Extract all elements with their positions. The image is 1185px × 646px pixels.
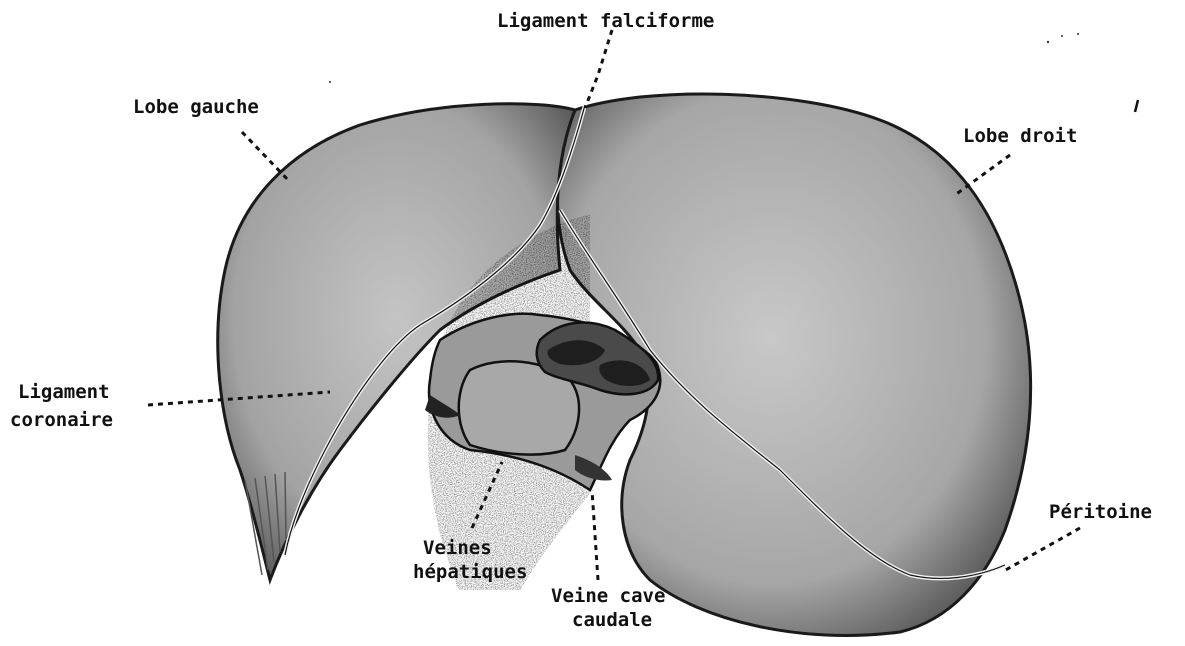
label-peritoneum: Péritoine [1049,501,1152,523]
leader-vena-cava [592,490,598,580]
label-falciform-ligament: Ligament falciforme [497,10,714,32]
label-vena-cava-line2: caudale [572,609,652,631]
label-hepatic-veins-line1: Veines [423,537,492,559]
label-hepatic-veins-line2: hépatiques [413,561,527,583]
label-right-lobe: Lobe droit [963,125,1077,147]
label-vena-cava-line1: Veine cave [551,585,665,607]
leader-peritoneum [1002,528,1080,572]
leader-falciform [585,30,612,108]
label-left-lobe: Lobe gauche [133,96,259,118]
label-coronary-ligament-line2: coronaire [10,409,113,431]
label-coronary-ligament-line1: Ligament [18,381,110,403]
